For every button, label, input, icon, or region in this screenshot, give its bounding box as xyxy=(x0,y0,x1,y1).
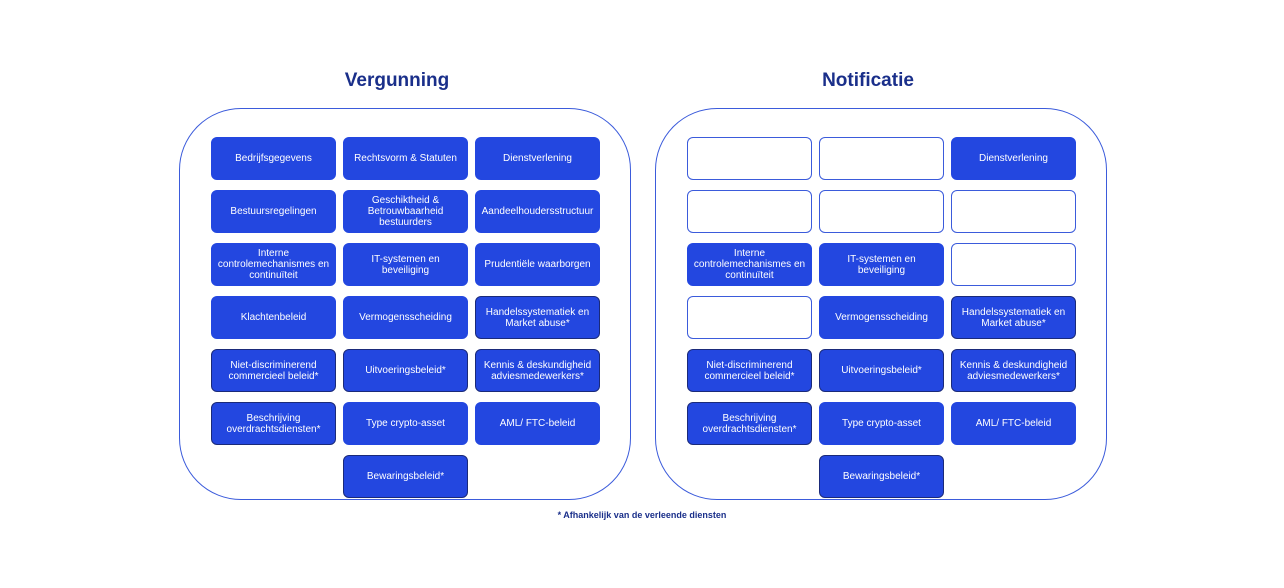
footnote: * Afhankelijk van de verleende diensten xyxy=(557,510,727,520)
left-box-niet-discriminerend-commercieel-beleid: Niet-discriminerend commercieel beleid* xyxy=(211,349,336,392)
left-box-aandeelhoudersstructuur: Aandeelhoudersstructuur xyxy=(475,190,600,233)
vergunning-panel xyxy=(179,108,631,500)
left-box-rechtsvorm-statuten: Rechtsvorm & Statuten xyxy=(343,137,468,180)
right-box-empty-8 xyxy=(951,243,1076,286)
right-box-aml-ftc-beleid: AML/ FTC-beleid xyxy=(951,402,1076,445)
left-box-geschiktheid-betrouwbaarheid-bestuurders: Geschiktheid & Betrouwbaarheid bestuurde… xyxy=(343,190,468,233)
right-box-handelssystematiek-en-market-abuse: Handelssystematiek en Market abuse* xyxy=(951,296,1076,339)
right-box-type-crypto-asset: Type crypto-asset xyxy=(819,402,944,445)
left-box-dienstverlening: Dienstverlening xyxy=(475,137,600,180)
left-box-handelssystematiek-en-market-abuse: Handelssystematiek en Market abuse* xyxy=(475,296,600,339)
right-box-bewaringsbeleid: Bewaringsbeleid* xyxy=(819,455,944,498)
right-box-empty-3 xyxy=(687,190,812,233)
left-box-bedrijfsgegevens: Bedrijfsgegevens xyxy=(211,137,336,180)
left-box-vermogensscheiding: Vermogensscheiding xyxy=(343,296,468,339)
right-box-empty-4 xyxy=(819,190,944,233)
left-box-klachtenbeleid: Klachtenbeleid xyxy=(211,296,336,339)
right-box-vermogensscheiding: Vermogensscheiding xyxy=(819,296,944,339)
right-box-empty-5 xyxy=(951,190,1076,233)
right-box-empty-0 xyxy=(687,137,812,180)
left-box-it-systemen-en-beveiliging: IT-systemen en beveiliging xyxy=(343,243,468,286)
left-box-kennis-deskundigheid-adviesmedewerkers: Kennis & deskundigheid adviesmedewerkers… xyxy=(475,349,600,392)
notificatie-title: Notificatie xyxy=(822,70,914,91)
right-box-uitvoeringsbeleid: Uitvoeringsbeleid* xyxy=(819,349,944,392)
left-box-bewaringsbeleid: Bewaringsbeleid* xyxy=(343,455,468,498)
right-box-interne-controlemechanismes-en-continu-teit: Interne controlemechanismes en continuït… xyxy=(687,243,812,286)
right-box-it-systemen-en-beveiliging: IT-systemen en beveiliging xyxy=(819,243,944,286)
left-box-beschrijving-overdrachtsdiensten: Beschrijving overdrachtsdiensten* xyxy=(211,402,336,445)
left-box-uitvoeringsbeleid: Uitvoeringsbeleid* xyxy=(343,349,468,392)
left-box-prudenti-le-waarborgen: Prudentiële waarborgen xyxy=(475,243,600,286)
left-box-type-crypto-asset: Type crypto-asset xyxy=(343,402,468,445)
notificatie-panel xyxy=(655,108,1107,500)
vergunning-title: Vergunning xyxy=(344,70,450,91)
right-box-niet-discriminerend-commercieel-beleid: Niet-discriminerend commercieel beleid* xyxy=(687,349,812,392)
left-box-aml-ftc-beleid: AML/ FTC-beleid xyxy=(475,402,600,445)
right-box-empty-9 xyxy=(687,296,812,339)
right-box-kennis-deskundigheid-adviesmedewerkers: Kennis & deskundigheid adviesmedewerkers… xyxy=(951,349,1076,392)
right-box-beschrijving-overdrachtsdiensten: Beschrijving overdrachtsdiensten* xyxy=(687,402,812,445)
right-box-dienstverlening: Dienstverlening xyxy=(951,137,1076,180)
left-box-interne-controlemechanismes-en-continu-teit: Interne controlemechanismes en continuït… xyxy=(211,243,336,286)
right-box-empty-1 xyxy=(819,137,944,180)
left-box-bestuursregelingen: Bestuursregelingen xyxy=(211,190,336,233)
